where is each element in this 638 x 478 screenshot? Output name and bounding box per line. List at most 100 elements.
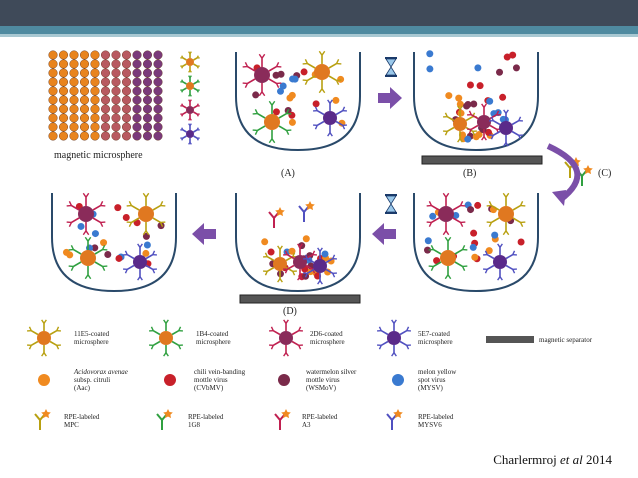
microsphere-grid-bead bbox=[100, 68, 110, 78]
particle bbox=[272, 108, 280, 116]
particle bbox=[512, 64, 520, 72]
microsphere-grid-bead bbox=[142, 131, 152, 141]
particle bbox=[114, 204, 122, 212]
microsphere-grid-bead bbox=[48, 113, 58, 123]
legend-virus-icon bbox=[392, 374, 404, 386]
particle bbox=[424, 237, 432, 245]
microsphere-11e5 bbox=[302, 50, 342, 94]
microsphere-grid-bead bbox=[142, 86, 152, 96]
microsphere-grid-bead bbox=[121, 113, 131, 123]
microsphere-grid-bead bbox=[69, 104, 79, 114]
hourglass-icon bbox=[385, 57, 397, 77]
microsphere-grid-bead bbox=[59, 95, 69, 105]
microsphere-grid-bead bbox=[132, 113, 142, 123]
particle bbox=[267, 248, 275, 256]
particle bbox=[122, 213, 130, 221]
microsphere-grid-bead bbox=[69, 59, 79, 69]
microsphere-grid-bead bbox=[100, 131, 110, 141]
reaction-wells bbox=[51, 50, 593, 293]
microsphere-11e5 bbox=[263, 245, 297, 283]
microsphere-grid-bead bbox=[111, 113, 121, 123]
particle bbox=[143, 241, 151, 249]
microsphere-5e7 bbox=[483, 243, 517, 281]
microsphere-2d6 bbox=[426, 192, 466, 236]
particle bbox=[470, 229, 478, 237]
particle bbox=[91, 244, 99, 252]
microsphere-5e7 bbox=[313, 99, 347, 137]
arrow-left bbox=[372, 223, 396, 245]
microsphere-grid-bead bbox=[59, 131, 69, 141]
particle bbox=[302, 235, 310, 243]
microsphere-grid-bead bbox=[111, 86, 121, 96]
microsphere-grid-bead bbox=[121, 131, 131, 141]
particle bbox=[286, 94, 294, 102]
legend-wsmov: watermelon silver mottle virus (WSMoV) bbox=[306, 368, 357, 392]
microsphere-type-icons bbox=[180, 51, 200, 145]
microsphere-grid-bead bbox=[48, 50, 58, 60]
particle bbox=[466, 81, 474, 89]
microsphere-grid-bead bbox=[153, 131, 163, 141]
particle bbox=[312, 100, 320, 108]
legend-11e5: 11E5-coated microsphere bbox=[74, 330, 110, 346]
microsphere-grid-bead bbox=[59, 59, 69, 69]
legend-antibody-icon bbox=[386, 409, 403, 430]
legend-a3: RPE-labeled A3 bbox=[302, 413, 338, 429]
legend-microsphere-icon bbox=[27, 319, 61, 357]
legend-mysv: melon yellow spot virus (MYSV) bbox=[418, 368, 457, 392]
particle bbox=[491, 231, 499, 239]
particle bbox=[517, 238, 525, 246]
microsphere-grid-bead bbox=[142, 113, 152, 123]
antibody bbox=[268, 207, 285, 228]
particle bbox=[424, 246, 432, 254]
microsphere-grid-bead bbox=[153, 95, 163, 105]
microsphere-grid-bead bbox=[79, 59, 89, 69]
microsphere-grid-bead bbox=[121, 50, 131, 60]
microsphere-grid-bead bbox=[100, 104, 110, 114]
microsphere-grid-bead bbox=[132, 77, 142, 87]
microsphere-grid-bead bbox=[59, 86, 69, 96]
magnetic-separator-b bbox=[421, 155, 543, 165]
microsphere-grid-bead bbox=[142, 77, 152, 87]
legend-virus-icon bbox=[38, 374, 50, 386]
particle bbox=[288, 118, 296, 126]
microsphere-1b4 bbox=[252, 100, 292, 144]
particle bbox=[426, 50, 434, 58]
microsphere-grid bbox=[48, 50, 163, 141]
microsphere-grid-bead bbox=[69, 95, 79, 105]
microsphere-grid-bead bbox=[100, 122, 110, 132]
particle bbox=[332, 96, 340, 104]
microsphere-grid-bead bbox=[59, 113, 69, 123]
particle bbox=[452, 211, 460, 219]
particle bbox=[429, 212, 437, 220]
particle bbox=[476, 82, 484, 90]
grid-label: magnetic microsphere bbox=[54, 150, 143, 161]
microsphere-grid-bead bbox=[111, 59, 121, 69]
microsphere-grid-bead bbox=[90, 122, 100, 132]
panel-label-c: (C) bbox=[598, 168, 612, 179]
microsphere-2d6 bbox=[66, 192, 106, 236]
microsphere-grid-bead bbox=[121, 68, 131, 78]
microsphere-grid-bead bbox=[142, 95, 152, 105]
microsphere-grid-bead bbox=[153, 59, 163, 69]
microsphere-grid-bead bbox=[79, 95, 89, 105]
particle bbox=[469, 243, 477, 251]
particle bbox=[499, 93, 507, 101]
microsphere-11e5 bbox=[126, 192, 166, 236]
microsphere-grid-bead bbox=[48, 104, 58, 114]
legend-virus-icon bbox=[278, 374, 290, 386]
microsphere-11e5 bbox=[486, 192, 526, 236]
microsphere-grid-bead bbox=[90, 50, 100, 60]
microsphere-grid-bead bbox=[59, 104, 69, 114]
microsphere-grid-bead bbox=[132, 86, 142, 96]
microsphere-grid-bead bbox=[48, 86, 58, 96]
microsphere-grid-bead bbox=[48, 95, 58, 105]
microsphere-grid-bead bbox=[90, 86, 100, 96]
arrow-right bbox=[378, 87, 402, 109]
microsphere-grid-bead bbox=[153, 77, 163, 87]
magnetic-separator-d bbox=[239, 294, 361, 304]
particle bbox=[276, 87, 284, 95]
legend-virus-icon bbox=[164, 374, 176, 386]
microsphere-grid-bead bbox=[132, 131, 142, 141]
microsphere-grid-bead bbox=[100, 77, 110, 87]
